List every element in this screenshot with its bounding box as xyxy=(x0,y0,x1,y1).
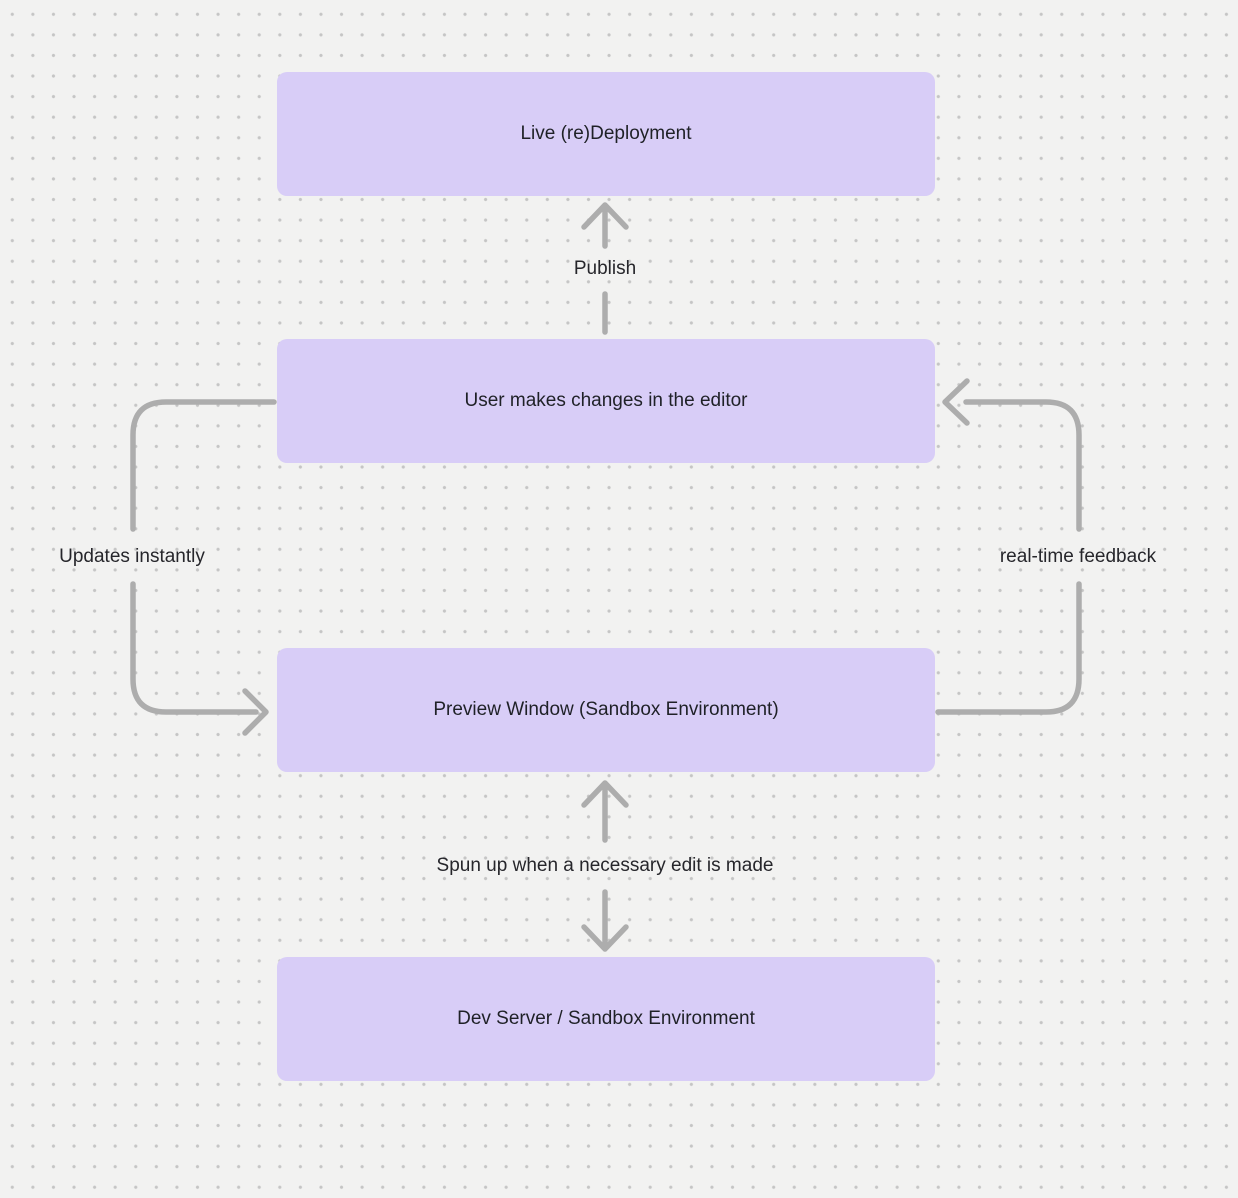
node-user-editor: User makes changes in the editor xyxy=(277,339,935,463)
feedback-arrow-top-segment xyxy=(942,378,1082,532)
node-user-editor-label: User makes changes in the editor xyxy=(464,390,748,411)
node-live-redeployment: Live (re)Deployment xyxy=(277,72,935,196)
node-dev-server-label: Dev Server / Sandbox Environment xyxy=(457,1008,755,1029)
edge-label-publish: Publish xyxy=(573,258,637,279)
updates-arrow-top-segment xyxy=(130,399,277,532)
updates-arrow-bottom-segment xyxy=(130,581,269,736)
publish-arrow-head-segment xyxy=(581,202,629,249)
node-dev-server: Dev Server / Sandbox Environment xyxy=(277,957,935,1081)
edge-label-updates-instantly: Updates instantly xyxy=(59,546,205,567)
feedback-arrow-bottom-segment xyxy=(935,581,1082,715)
spunup-arrow-down-segment xyxy=(581,889,629,952)
node-preview-window: Preview Window (Sandbox Environment) xyxy=(277,648,935,772)
spunup-arrow-up-segment xyxy=(581,780,629,843)
node-preview-window-label: Preview Window (Sandbox Environment) xyxy=(433,699,779,720)
edge-label-real-time-feedback: real-time feedback xyxy=(999,546,1157,567)
node-live-redeployment-label: Live (re)Deployment xyxy=(520,123,692,144)
edge-label-spun-up: Spun up when a necessary edit is made xyxy=(436,855,774,876)
